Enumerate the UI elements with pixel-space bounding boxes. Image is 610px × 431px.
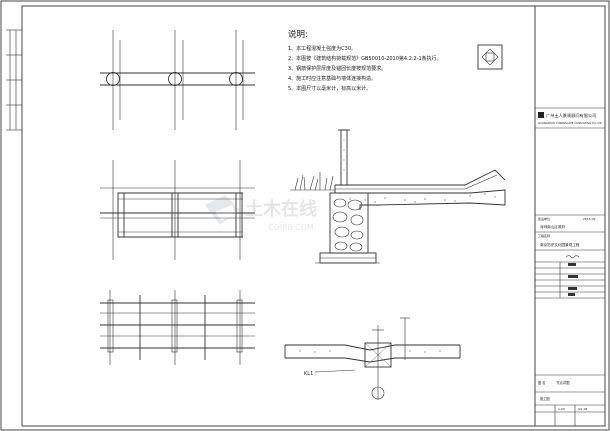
watermark: 土木在线 COI88.COM xyxy=(205,195,317,232)
drawing-title: 节点详图 xyxy=(556,380,570,385)
watermark-subtext: COI88.COM xyxy=(268,223,314,232)
project-name: 南京历史文化园景观工程 xyxy=(540,242,580,247)
watermark-text: 土木在线 xyxy=(245,198,317,220)
detail-symbol-icon xyxy=(477,44,503,70)
note-item-1: 1、本工程混凝土强度为C30。 xyxy=(288,45,356,52)
post-element xyxy=(340,129,348,186)
scale-value: 1:20 xyxy=(558,407,565,411)
title-block: 广州土人景观顾问有限公司 GUANGZHOU TURENSCAPE CONSUL… xyxy=(534,6,605,426)
section-detail xyxy=(290,129,506,264)
client-label: 建设单位 xyxy=(538,216,550,221)
project-label: 工程名称 xyxy=(538,233,550,238)
signature-mark xyxy=(565,255,580,259)
note-item-4: 4、施工时应注意基础与墙体连接构造。 xyxy=(288,75,376,82)
notes-title: 说明: xyxy=(288,29,308,40)
beam-tag-label: KL1 xyxy=(304,371,313,377)
note-item-3: 3、钢筋保护层厚度及锚固长度按规范要求。 xyxy=(288,65,386,72)
date-value: 2015.09 xyxy=(583,217,595,221)
plan-view-frame xyxy=(100,160,255,260)
notes-block: 说明: 1、本工程混凝土强度为C30。 2、本图按《建筑结构荷载规范》GB500… xyxy=(288,29,442,92)
note-item-2: 2、本图按《建筑结构荷载规范》GB50010-2010第4.2.2-1条执行。 xyxy=(288,55,442,62)
note-item-5: 5、本图尺寸以毫米计，标高以米计。 xyxy=(288,85,371,92)
client-name: 深圳南山区政府 xyxy=(540,224,566,229)
sheet-number: GS-18 xyxy=(578,407,587,411)
plan-view-grid xyxy=(100,290,255,365)
drawing-label: 图 名 xyxy=(538,380,545,385)
company-name-en: GUANGZHOU TURENSCAPE CONSULTING CO.,LTD xyxy=(538,121,602,125)
plan-view-columns xyxy=(100,30,255,130)
company-name: 广州土人景观顾问有限公司 xyxy=(546,112,596,119)
left-binding-strip xyxy=(6,29,22,131)
stage-value: 施工图 xyxy=(540,396,550,401)
beam-detail: KL1 xyxy=(284,317,461,400)
company-logo-icon xyxy=(538,112,544,118)
sheet-inner-border xyxy=(21,5,606,427)
